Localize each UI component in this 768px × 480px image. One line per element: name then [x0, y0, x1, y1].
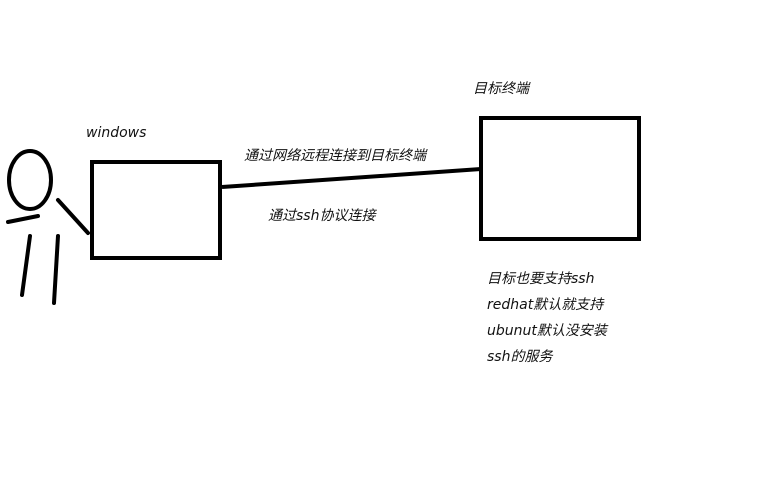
figure-leg-right	[52, 234, 60, 305]
figure-arm-left	[6, 214, 40, 224]
connection-label: 通过网络远程连接到目标终端	[244, 148, 426, 164]
stick-figure	[6, 149, 90, 305]
note-line: ubunut默认没安装	[487, 323, 607, 339]
windows-box	[90, 160, 222, 260]
connection-line	[221, 167, 482, 189]
figure-head	[7, 149, 53, 211]
notes-block: 目标也要支持ssh redhat默认就支持 ubunut默认没安装 ssh的服务	[487, 266, 607, 370]
note-line: ssh的服务	[487, 349, 553, 365]
figure-leg-left	[20, 234, 32, 297]
windows-label: windows	[86, 125, 147, 141]
note-line: 目标也要支持ssh	[487, 271, 595, 287]
figure-arm-right	[56, 198, 90, 235]
note-line: redhat默认就支持	[487, 297, 604, 313]
protocol-label: 通过ssh协议连接	[268, 208, 376, 224]
target-label: 目标终端	[473, 81, 529, 97]
target-box	[479, 116, 641, 241]
